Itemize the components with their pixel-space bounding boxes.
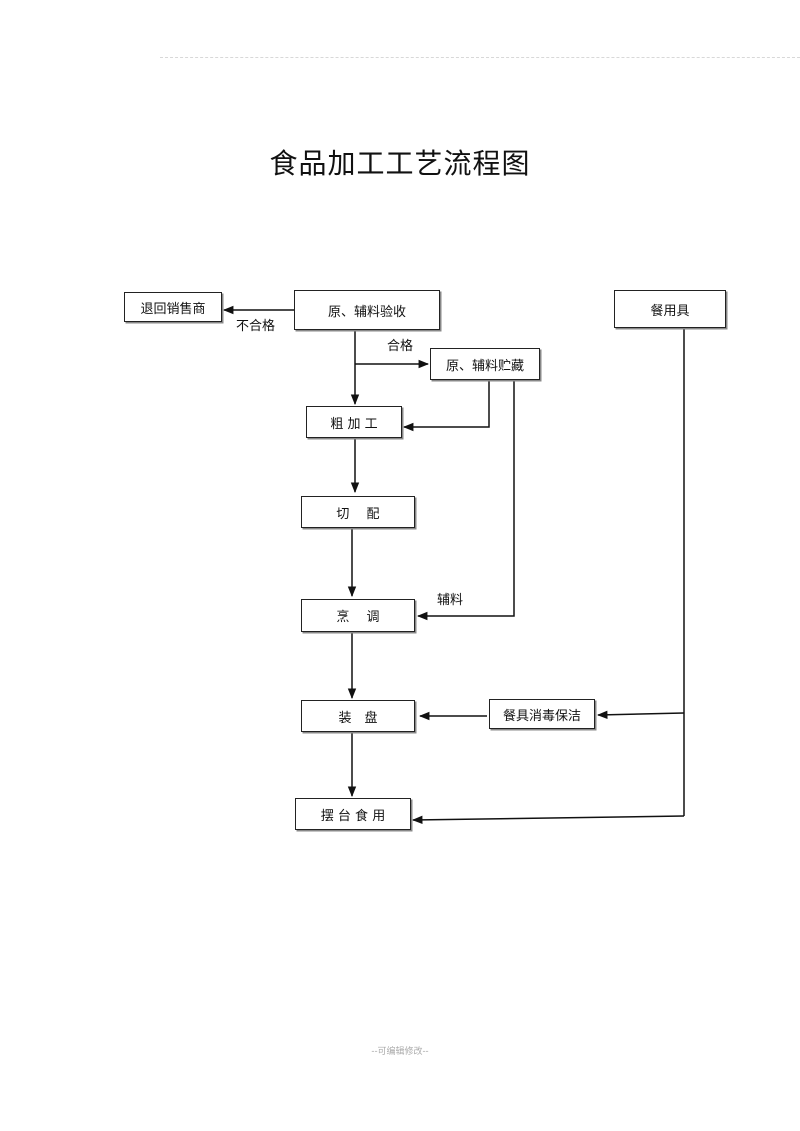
node-receiving-label: 原、辅料验收 — [327, 304, 406, 320]
node-storage: 原、辅料贮藏 — [430, 348, 540, 380]
edge-tableware-to-serving — [411, 815, 685, 825]
node-receiving: 原、辅料验收 — [294, 290, 440, 330]
node-tableware-clean: 餐具消毒保洁 — [489, 699, 595, 729]
edge-tableware-to-clean — [596, 710, 685, 719]
node-return-supplier-label: 退回销售商 — [140, 301, 206, 317]
node-storage-label: 原、辅料贮藏 — [445, 358, 524, 374]
node-plating: 装 盘 — [301, 700, 415, 732]
footer-note: --可编辑修改-- — [371, 1047, 429, 1057]
node-cutting-label: 切 配 — [336, 506, 380, 522]
edge-label-unqualified: 不合格 — [236, 319, 276, 334]
node-return-supplier: 退回销售商 — [124, 292, 222, 322]
node-tableware-clean-label: 餐具消毒保洁 — [502, 708, 581, 724]
edge-label-qualified: 合格 — [387, 339, 414, 354]
node-serving: 摆 台 食 用 — [295, 798, 411, 830]
node-tableware-label: 餐用具 — [650, 303, 690, 319]
edge-storage-to-rough — [402, 380, 490, 432]
node-plating-label: 装 盘 — [338, 710, 378, 726]
header-rule — [160, 57, 800, 58]
edge-auxiliary-to-cooking — [416, 380, 515, 621]
node-serving-label: 摆 台 食 用 — [320, 808, 386, 824]
node-tableware: 餐用具 — [614, 290, 726, 328]
page-title: 食品加工工艺流程图 — [269, 147, 531, 180]
edge-label-auxiliary: 辅料 — [437, 593, 464, 608]
node-rough-processing: 粗 加 工 — [306, 406, 402, 438]
node-cutting: 切 配 — [301, 496, 415, 528]
node-rough-processing-label: 粗 加 工 — [330, 416, 378, 432]
node-cooking-label: 烹 调 — [336, 610, 380, 625]
node-cooking: 烹 调 — [301, 599, 415, 632]
